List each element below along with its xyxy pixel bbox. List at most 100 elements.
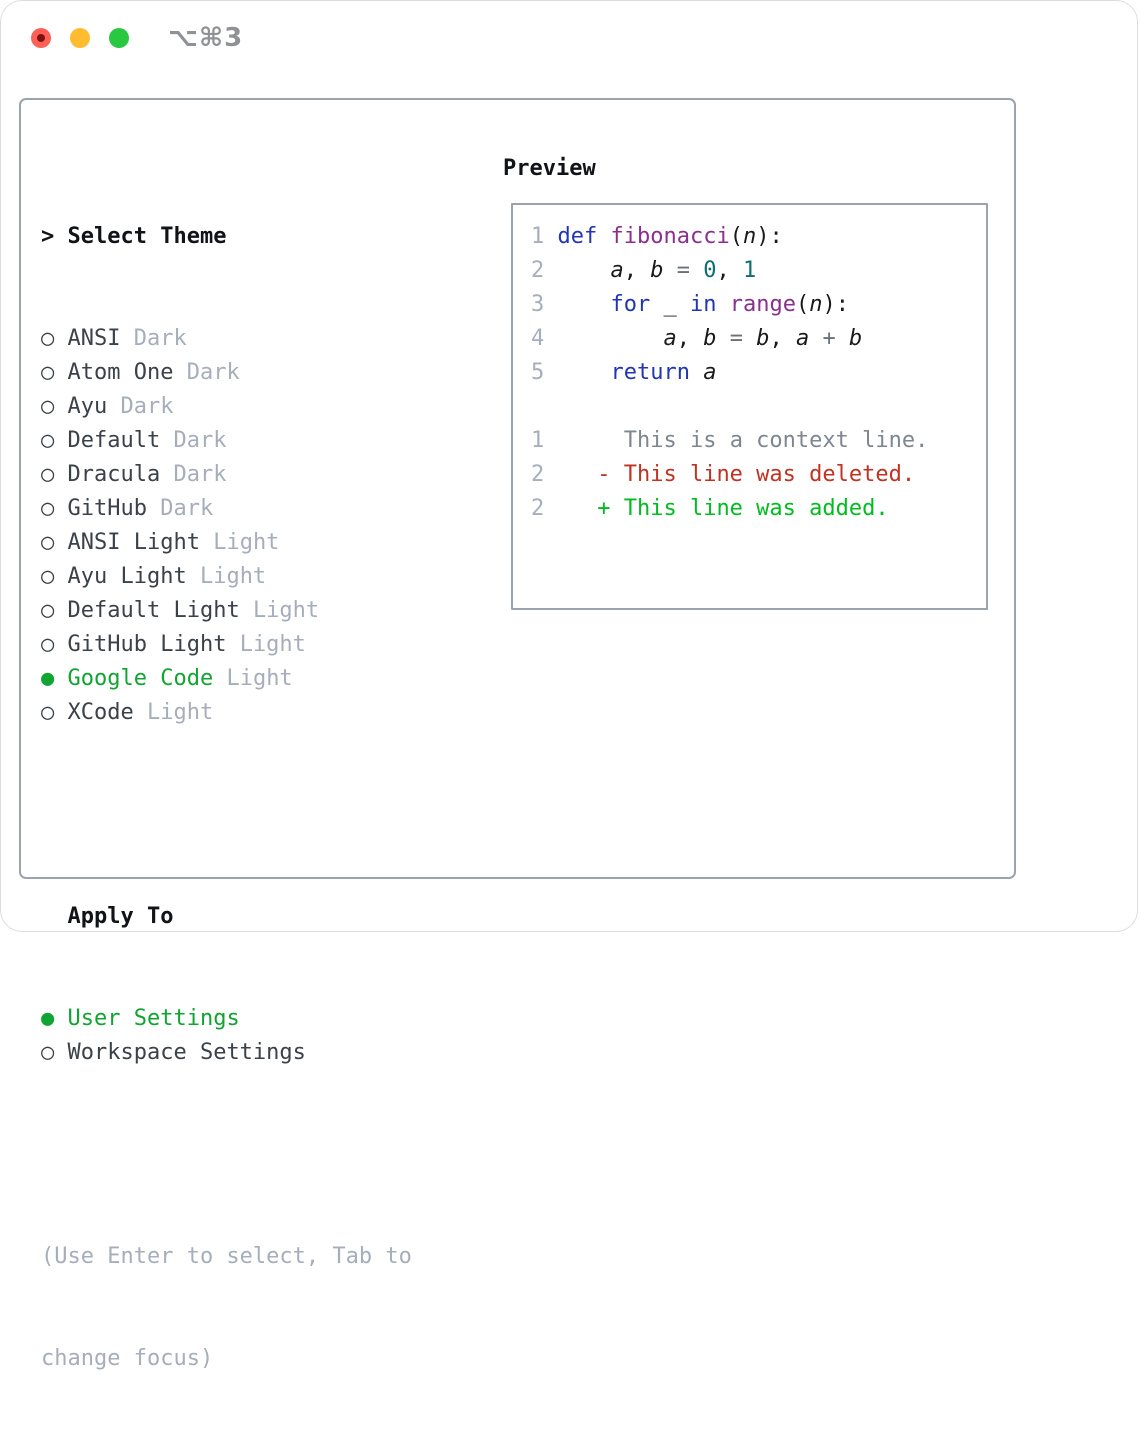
close-button-icon[interactable] bbox=[31, 28, 51, 48]
theme-option-google-code[interactable]: ● Google Code Light bbox=[41, 662, 412, 696]
line-number: 2 bbox=[531, 258, 545, 283]
code-token-plain bbox=[597, 224, 610, 249]
code-token-plain: , bbox=[623, 258, 651, 283]
code-token-add: + This line was added. bbox=[597, 496, 889, 521]
code-token-var: b bbox=[756, 326, 770, 351]
zoom-button-icon[interactable] bbox=[109, 28, 129, 48]
radio-unselected-icon: ○ bbox=[41, 564, 68, 589]
code-token-plain bbox=[716, 292, 729, 317]
line-number: 5 bbox=[531, 360, 545, 385]
option-label: Default bbox=[67, 428, 174, 453]
code-token-var: n bbox=[742, 224, 757, 249]
help-text-line-2: change focus) bbox=[41, 1346, 214, 1371]
apply-option-user-settings[interactable]: ● User Settings bbox=[41, 1002, 412, 1036]
code-token-var: a bbox=[703, 360, 717, 385]
code-token-lit: 1 bbox=[742, 258, 757, 283]
radio-unselected-icon: ○ bbox=[41, 462, 68, 487]
theme-list: ○ ANSI Dark○ Atom One Dark○ Ayu Dark○ De… bbox=[41, 322, 412, 730]
theme-option-ansi-light[interactable]: ○ ANSI Light Light bbox=[41, 526, 412, 560]
theme-option-default[interactable]: ○ Default Dark bbox=[41, 424, 412, 458]
option-label: GitHub bbox=[67, 496, 161, 521]
apply-to-header: Apply To bbox=[41, 900, 412, 934]
option-label: Ayu Light bbox=[67, 564, 200, 589]
code-token-plain bbox=[544, 224, 557, 249]
code-token-var: _ bbox=[663, 292, 677, 317]
spacer bbox=[41, 1138, 412, 1172]
code-token-plain bbox=[743, 326, 756, 351]
theme-option-default-light[interactable]: ○ Default Light Light bbox=[41, 594, 412, 628]
option-label: Ayu bbox=[67, 394, 121, 419]
radio-unselected-icon: ○ bbox=[41, 496, 68, 521]
option-label: ANSI bbox=[67, 326, 134, 351]
code-token-op: = bbox=[676, 258, 690, 283]
code-token-plain: ( bbox=[729, 224, 743, 249]
option-variant-label: Dark bbox=[173, 462, 227, 487]
option-variant-label: Light bbox=[146, 700, 214, 725]
code-token-kw: return bbox=[610, 360, 690, 385]
code-token-kw: def bbox=[557, 224, 598, 249]
code-token-var: a bbox=[795, 326, 810, 351]
theme-option-ayu[interactable]: ○ Ayu Dark bbox=[41, 390, 412, 424]
line-number: 2 bbox=[531, 462, 545, 487]
preview-code-line: 1 This is a context line. bbox=[531, 424, 928, 458]
theme-selector-panel: > Select Theme ○ ANSI Dark○ Atom One Dar… bbox=[41, 152, 412, 1444]
code-token-plain bbox=[544, 496, 597, 521]
apply-to-list: ● User Settings○ Workspace Settings bbox=[41, 1002, 412, 1070]
theme-option-ayu-light[interactable]: ○ Ayu Light Light bbox=[41, 560, 412, 594]
select-theme-header-label: Select Theme bbox=[67, 224, 227, 249]
code-token-plain bbox=[544, 462, 597, 487]
code-token-plain bbox=[690, 258, 703, 283]
select-theme-header: > Select Theme bbox=[41, 220, 412, 254]
preview-code-line: 5 return a bbox=[531, 356, 928, 390]
code-token-plain: ): bbox=[756, 224, 783, 249]
code-token-plain: ( bbox=[795, 292, 810, 317]
radio-unselected-icon: ○ bbox=[41, 360, 68, 385]
preview-code-line bbox=[531, 390, 928, 424]
radio-unselected-icon: ○ bbox=[41, 530, 68, 555]
theme-option-dracula[interactable]: ○ Dracula Dark bbox=[41, 458, 412, 492]
theme-option-ansi[interactable]: ○ ANSI Dark bbox=[41, 322, 412, 356]
help-text-line-1: (Use Enter to select, Tab to bbox=[41, 1244, 412, 1269]
line-number: 2 bbox=[531, 496, 545, 521]
code-token-plain bbox=[809, 326, 822, 351]
minimize-button-icon[interactable] bbox=[70, 28, 90, 48]
preview-code-line: 2 - This line was deleted. bbox=[531, 458, 928, 492]
code-token-plain: , bbox=[676, 326, 704, 351]
option-label: XCode bbox=[67, 700, 147, 725]
option-variant-label: Light bbox=[199, 564, 267, 589]
header-indent bbox=[41, 904, 68, 929]
code-token-del: - This line was deleted. bbox=[597, 462, 916, 487]
code-token-var: b bbox=[703, 326, 717, 351]
titlebar: ⌥⌘3 bbox=[1, 1, 1137, 75]
code-token-plain bbox=[690, 360, 703, 385]
code-token-fn: range bbox=[729, 292, 796, 317]
apply-option-workspace-settings[interactable]: ○ Workspace Settings bbox=[41, 1036, 412, 1070]
code-token-var: b bbox=[650, 258, 664, 283]
theme-option-atom-one[interactable]: ○ Atom One Dark bbox=[41, 356, 412, 390]
app-frame: > Select Theme ○ ANSI Dark○ Atom One Dar… bbox=[19, 98, 1016, 1371]
code-token-plain bbox=[663, 258, 676, 283]
option-variant-label: Dark bbox=[133, 326, 187, 351]
code-token-plain: ): bbox=[822, 292, 849, 317]
option-variant-label: Dark bbox=[160, 496, 214, 521]
code-token-plain bbox=[544, 326, 663, 351]
option-variant-label: Light bbox=[239, 632, 306, 657]
code-token-ctx: This is a context line. bbox=[623, 428, 929, 453]
code-token-plain bbox=[716, 326, 729, 351]
theme-option-github[interactable]: ○ GitHub Dark bbox=[41, 492, 412, 526]
code-token-plain bbox=[544, 292, 610, 317]
radio-unselected-icon: ○ bbox=[41, 1040, 68, 1065]
option-label: User Settings bbox=[67, 1006, 240, 1031]
code-token-fn: fibonacci bbox=[610, 224, 730, 249]
radio-selected-icon: ● bbox=[41, 1006, 68, 1031]
radio-unselected-icon: ○ bbox=[41, 428, 68, 453]
cursor-icon: > bbox=[41, 224, 68, 249]
code-token-op: = bbox=[729, 326, 743, 351]
code-token-plain bbox=[544, 428, 623, 453]
theme-option-xcode[interactable]: ○ XCode Light bbox=[41, 696, 412, 730]
option-variant-label: Light bbox=[252, 598, 320, 623]
window-title: ⌥⌘3 bbox=[168, 23, 244, 53]
code-token-plain: , bbox=[716, 258, 743, 283]
theme-option-github-light[interactable]: ○ GitHub Light Light bbox=[41, 628, 412, 662]
option-label: Google Code bbox=[67, 666, 227, 691]
